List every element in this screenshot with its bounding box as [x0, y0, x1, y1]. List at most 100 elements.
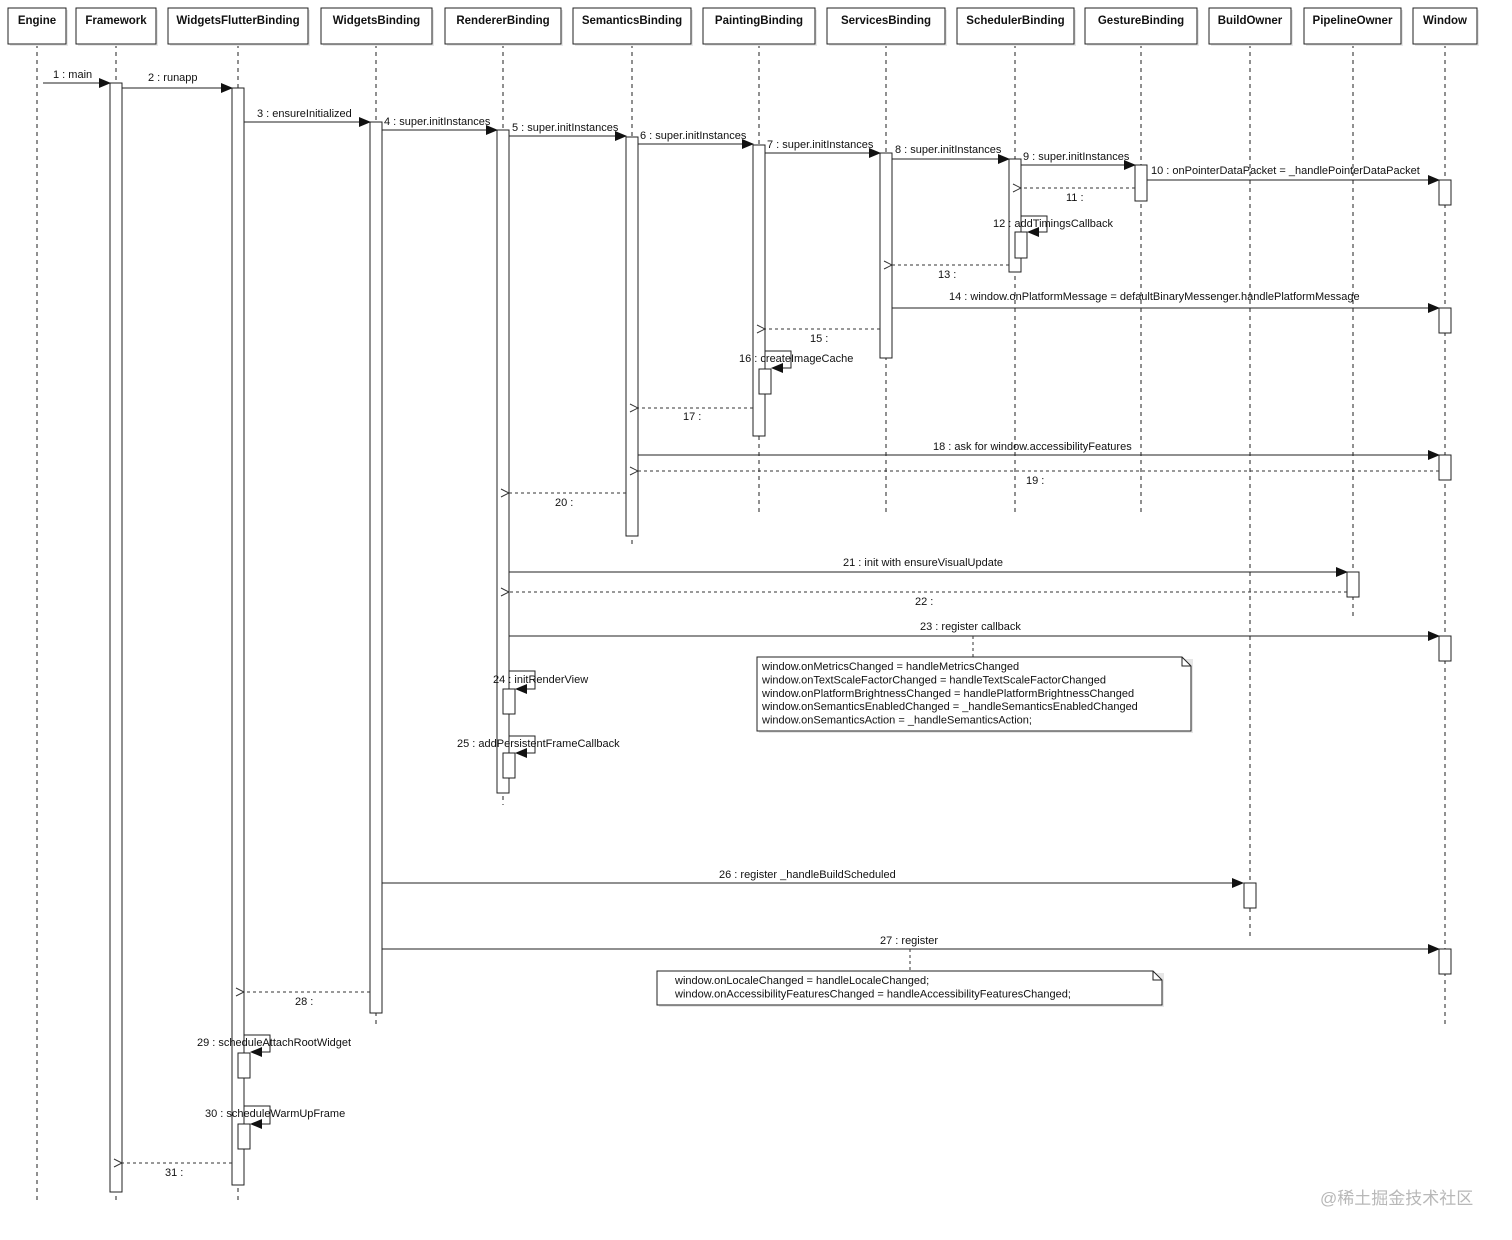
message-label: 24 : initRenderView — [493, 674, 588, 686]
activation-bar — [1438, 179, 1452, 206]
message-23: 23 : register callback — [509, 621, 1440, 641]
activation-bar — [625, 136, 639, 537]
participant-gesture-binding: GestureBinding — [1084, 7, 1199, 46]
message-17: 17 : — [638, 408, 753, 423]
message-label: 7 : super.initInstances — [767, 139, 874, 151]
message-29: 29 : scheduleAttachRootWidget — [197, 1034, 351, 1057]
message-label: 20 : — [555, 497, 573, 509]
message-2: 2 : runapp — [122, 72, 233, 93]
activation-bar — [1438, 635, 1452, 662]
participant-framework: Framework — [75, 7, 158, 46]
message-label: 25 : addPersistentFrameCallback — [457, 738, 620, 750]
message-label: 3 : ensureInitialized — [257, 108, 352, 120]
participant-label: PipelineOwner — [1313, 15, 1393, 27]
message-18: 18 : ask for window.accessibilityFeature… — [638, 441, 1440, 460]
message-label: 22 : — [915, 596, 933, 608]
message-label: 16 : createImageCache — [739, 353, 853, 365]
message-label: 6 : super.initInstances — [640, 130, 747, 142]
message-4: 4 : super.initInstances — [382, 116, 498, 135]
participant-renderer-binding: RendererBinding — [444, 7, 563, 46]
message-label: 5 : super.initInstances — [512, 122, 619, 134]
message-label: 27 : register — [880, 935, 938, 947]
participant-scheduler-binding: SchedulerBinding — [956, 7, 1076, 46]
message-6: 6 : super.initInstances — [638, 130, 754, 149]
message-label: 26 : register _handleBuildScheduled — [719, 869, 896, 881]
participant-label: GestureBinding — [1098, 15, 1184, 27]
activation-bar — [237, 1052, 251, 1079]
message-30: 30 : scheduleWarmUpFrame — [205, 1105, 345, 1129]
participant-label: SemanticsBinding — [582, 15, 682, 27]
message-7: 7 : super.initInstances — [765, 139, 881, 158]
message-label: 30 : scheduleWarmUpFrame — [205, 1108, 345, 1120]
activation-bar — [231, 87, 245, 1186]
message-label: 11 : — [1066, 192, 1084, 204]
message-label: 31 : — [165, 1167, 183, 1179]
participant-label: WidgetsFlutterBinding — [176, 15, 299, 27]
participant-painting-binding: PaintingBinding — [702, 7, 817, 46]
participant-label: Window — [1423, 15, 1467, 27]
message-label: 29 : scheduleAttachRootWidget — [197, 1037, 351, 1049]
participant-label: ServicesBinding — [841, 15, 931, 27]
activation-bar — [1438, 454, 1452, 481]
participant-label: Framework — [85, 15, 147, 27]
message-16: 16 : createImageCache — [739, 350, 853, 373]
activation-bar — [1014, 231, 1028, 259]
message-label: 9 : super.initInstances — [1023, 151, 1130, 163]
participant-semantics-binding: SemanticsBinding — [572, 7, 693, 46]
message-15: 15 : — [765, 329, 880, 345]
note-line: window.onMetricsChanged = handleMetricsC… — [761, 661, 1019, 673]
note-line: window.onSemanticsAction = _handleSemant… — [761, 715, 1032, 727]
message-label: 17 : — [683, 411, 701, 423]
message-5: 5 : super.initInstances — [509, 122, 627, 141]
message-label: 4 : super.initInstances — [384, 116, 491, 128]
participant-window: Window — [1412, 7, 1479, 46]
participant-label: RendererBinding — [456, 15, 549, 27]
note-line: window.onPlatformBrightnessChanged = han… — [761, 688, 1134, 700]
message-28: 28 : — [244, 992, 370, 1008]
message-12: 12 : addTimingsCallback — [993, 215, 1114, 237]
participant-label: Engine — [18, 15, 56, 27]
message-21: 21 : init with ensureVisualUpdate — [509, 557, 1348, 577]
note-line: window.onTextScaleFactorChanged = handle… — [761, 674, 1106, 686]
message-label: 13 : — [938, 269, 956, 281]
activation-bar — [496, 129, 510, 794]
activation-bar — [1438, 948, 1452, 975]
activation-bar — [1243, 882, 1257, 909]
participant-pipeline-owner: PipelineOwner — [1303, 7, 1403, 46]
activation-bar — [1134, 164, 1148, 202]
message-label: 19 : — [1026, 475, 1044, 487]
participant-label: SchedulerBinding — [966, 15, 1064, 27]
self-call-arrow — [244, 1105, 271, 1129]
message-27: 27 : register — [382, 935, 1440, 954]
self-call-arrow — [244, 1034, 271, 1057]
participant-widgets-binding: WidgetsBinding — [320, 7, 434, 46]
message-label: 21 : init with ensureVisualUpdate — [843, 557, 1003, 569]
activation-bar — [1346, 571, 1360, 598]
note-line: window.onLocaleChanged = handleLocaleCha… — [674, 975, 929, 987]
message-label: 8 : super.initInstances — [895, 144, 1002, 156]
message-20: 20 : — [509, 493, 626, 509]
note-1: window.onMetricsChanged = handleMetricsC… — [756, 636, 1193, 733]
message-22: 22 : — [509, 592, 1347, 608]
message-11: 11 : — [1021, 188, 1135, 204]
message-label: 28 : — [295, 996, 313, 1008]
message-label: 12 : addTimingsCallback — [993, 218, 1114, 230]
message-9: 9 : super.initInstances — [1021, 151, 1136, 170]
self-call-arrow — [509, 735, 536, 758]
activation-bar — [369, 121, 383, 1014]
message-3: 3 : ensureInitialized — [244, 108, 371, 127]
message-label: 10 : onPointerDataPacket = _handlePointe… — [1151, 165, 1420, 177]
activation-bar — [1438, 307, 1452, 334]
note-line: window.onAccessibilityFeaturesChanged = … — [674, 988, 1071, 1000]
activation-bar — [109, 82, 123, 1193]
message-13: 13 : — [892, 265, 1009, 281]
participant-label: BuildOwner — [1218, 15, 1283, 27]
participant-services-binding: ServicesBinding — [826, 7, 947, 46]
activation-bar — [758, 368, 772, 395]
activation-bar — [502, 752, 516, 779]
message-8: 8 : super.initInstances — [892, 144, 1010, 164]
participant-label: PaintingBinding — [715, 15, 803, 27]
participant-engine: Engine — [7, 7, 68, 46]
self-call-arrow — [765, 350, 792, 373]
